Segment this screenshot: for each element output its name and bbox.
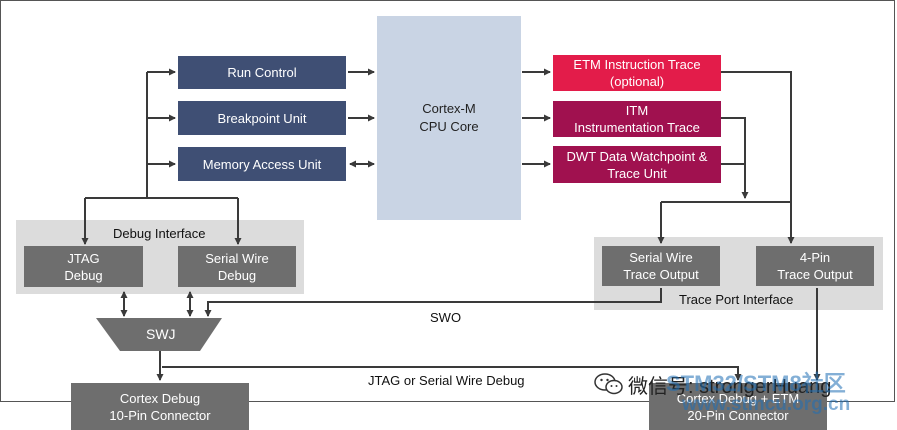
watermark-url-text: www.stmcu.org.cn bbox=[682, 394, 851, 415]
4pin-label-line1: 4-Pin bbox=[799, 250, 831, 265]
20pin-label-line1: Cortex Debug + ETM bbox=[676, 390, 800, 406]
jtag-label-line2: Debug bbox=[64, 267, 103, 283]
itm-out bbox=[721, 117, 746, 196]
cpu-core-block: Cortex-M CPU Core bbox=[377, 16, 521, 220]
trace-port-interface-label: Trace Port Interface bbox=[679, 292, 794, 307]
10pin-label-line1: Cortex Debug bbox=[119, 390, 201, 406]
run-control-label: Run Control bbox=[227, 65, 297, 80]
10pin-connector-block: Cortex Debug 10-Pin Connector bbox=[71, 383, 249, 430]
breakpoint-unit-label: Breakpoint Unit bbox=[217, 110, 307, 126]
memory-access-unit-label: Memory Access Unit bbox=[202, 156, 322, 172]
memory-access-unit-block: Memory Access Unit bbox=[178, 147, 346, 181]
watermark-wechat-text: 微信号: strongerHuang bbox=[628, 376, 832, 398]
core-label-line2: CPU Core bbox=[419, 119, 479, 134]
wechat-icon bbox=[594, 373, 623, 395]
swd-label-line1: Serial Wire bbox=[205, 250, 269, 266]
jtag-or-swd-label: JTAG or Serial Wire Debug bbox=[368, 373, 525, 388]
breakpoint-unit-block: Breakpoint Unit bbox=[178, 101, 346, 135]
swo-line bbox=[204, 288, 662, 317]
4pin-trace-block: 4-Pin Trace Output bbox=[756, 246, 874, 286]
dwt-label-line2: Trace Unit bbox=[607, 165, 667, 181]
jtag-debug-block: JTAG Debug bbox=[24, 246, 143, 287]
debug-interface-label: Debug Interface bbox=[113, 226, 206, 241]
etm-label-line2: (optional) bbox=[609, 74, 665, 89]
itm-label-line2: Instrumentation Trace bbox=[574, 120, 700, 135]
serial-wire-trace-block: Serial Wire Trace Output bbox=[602, 246, 720, 286]
20pin-connector-block: Cortex Debug + ETM 20-Pin Connector bbox=[649, 383, 827, 430]
swj-shape bbox=[96, 318, 222, 351]
dwt-block: DWT Data Watchpoint & Trace Unit bbox=[553, 146, 721, 183]
watermark-wechat-icon bbox=[594, 373, 624, 395]
etm-block: ETM Instruction Trace (optional) bbox=[553, 55, 721, 91]
20pin-label-line2: 20-Pin Connector bbox=[687, 407, 789, 423]
core-label-line1: Cortex-M bbox=[422, 101, 476, 116]
swj-to-20pin bbox=[162, 366, 742, 381]
watermark-forum-text: STM32/STM8社区 bbox=[666, 371, 846, 396]
jtag-label-line1: JTAG bbox=[67, 250, 100, 266]
itm-label-line1: ITM bbox=[625, 103, 649, 118]
dwt-label-line1: DWT Data Watchpoint & bbox=[566, 148, 708, 164]
diagram-frame bbox=[0, 0, 895, 402]
run-control-block: Run Control bbox=[178, 56, 346, 89]
sw-trace-label-line2: Trace Output bbox=[623, 267, 699, 282]
swd-label-line2: Debug bbox=[217, 267, 257, 283]
itm-block: ITM Instrumentation Trace bbox=[553, 101, 721, 137]
4pin-label-line2: Trace Output bbox=[777, 267, 853, 282]
etm-label-line1: ETM Instruction Trace bbox=[573, 57, 701, 72]
etm-to-4pin bbox=[721, 71, 795, 244]
swo-label: SWO bbox=[430, 310, 462, 325]
10pin-label-line2: 10-Pin Connector bbox=[109, 407, 211, 423]
swj-label: SWJ bbox=[146, 326, 176, 342]
sw-trace-label-line1: Serial Wire bbox=[629, 250, 693, 265]
serial-wire-debug-block: Serial Wire Debug bbox=[178, 246, 296, 287]
